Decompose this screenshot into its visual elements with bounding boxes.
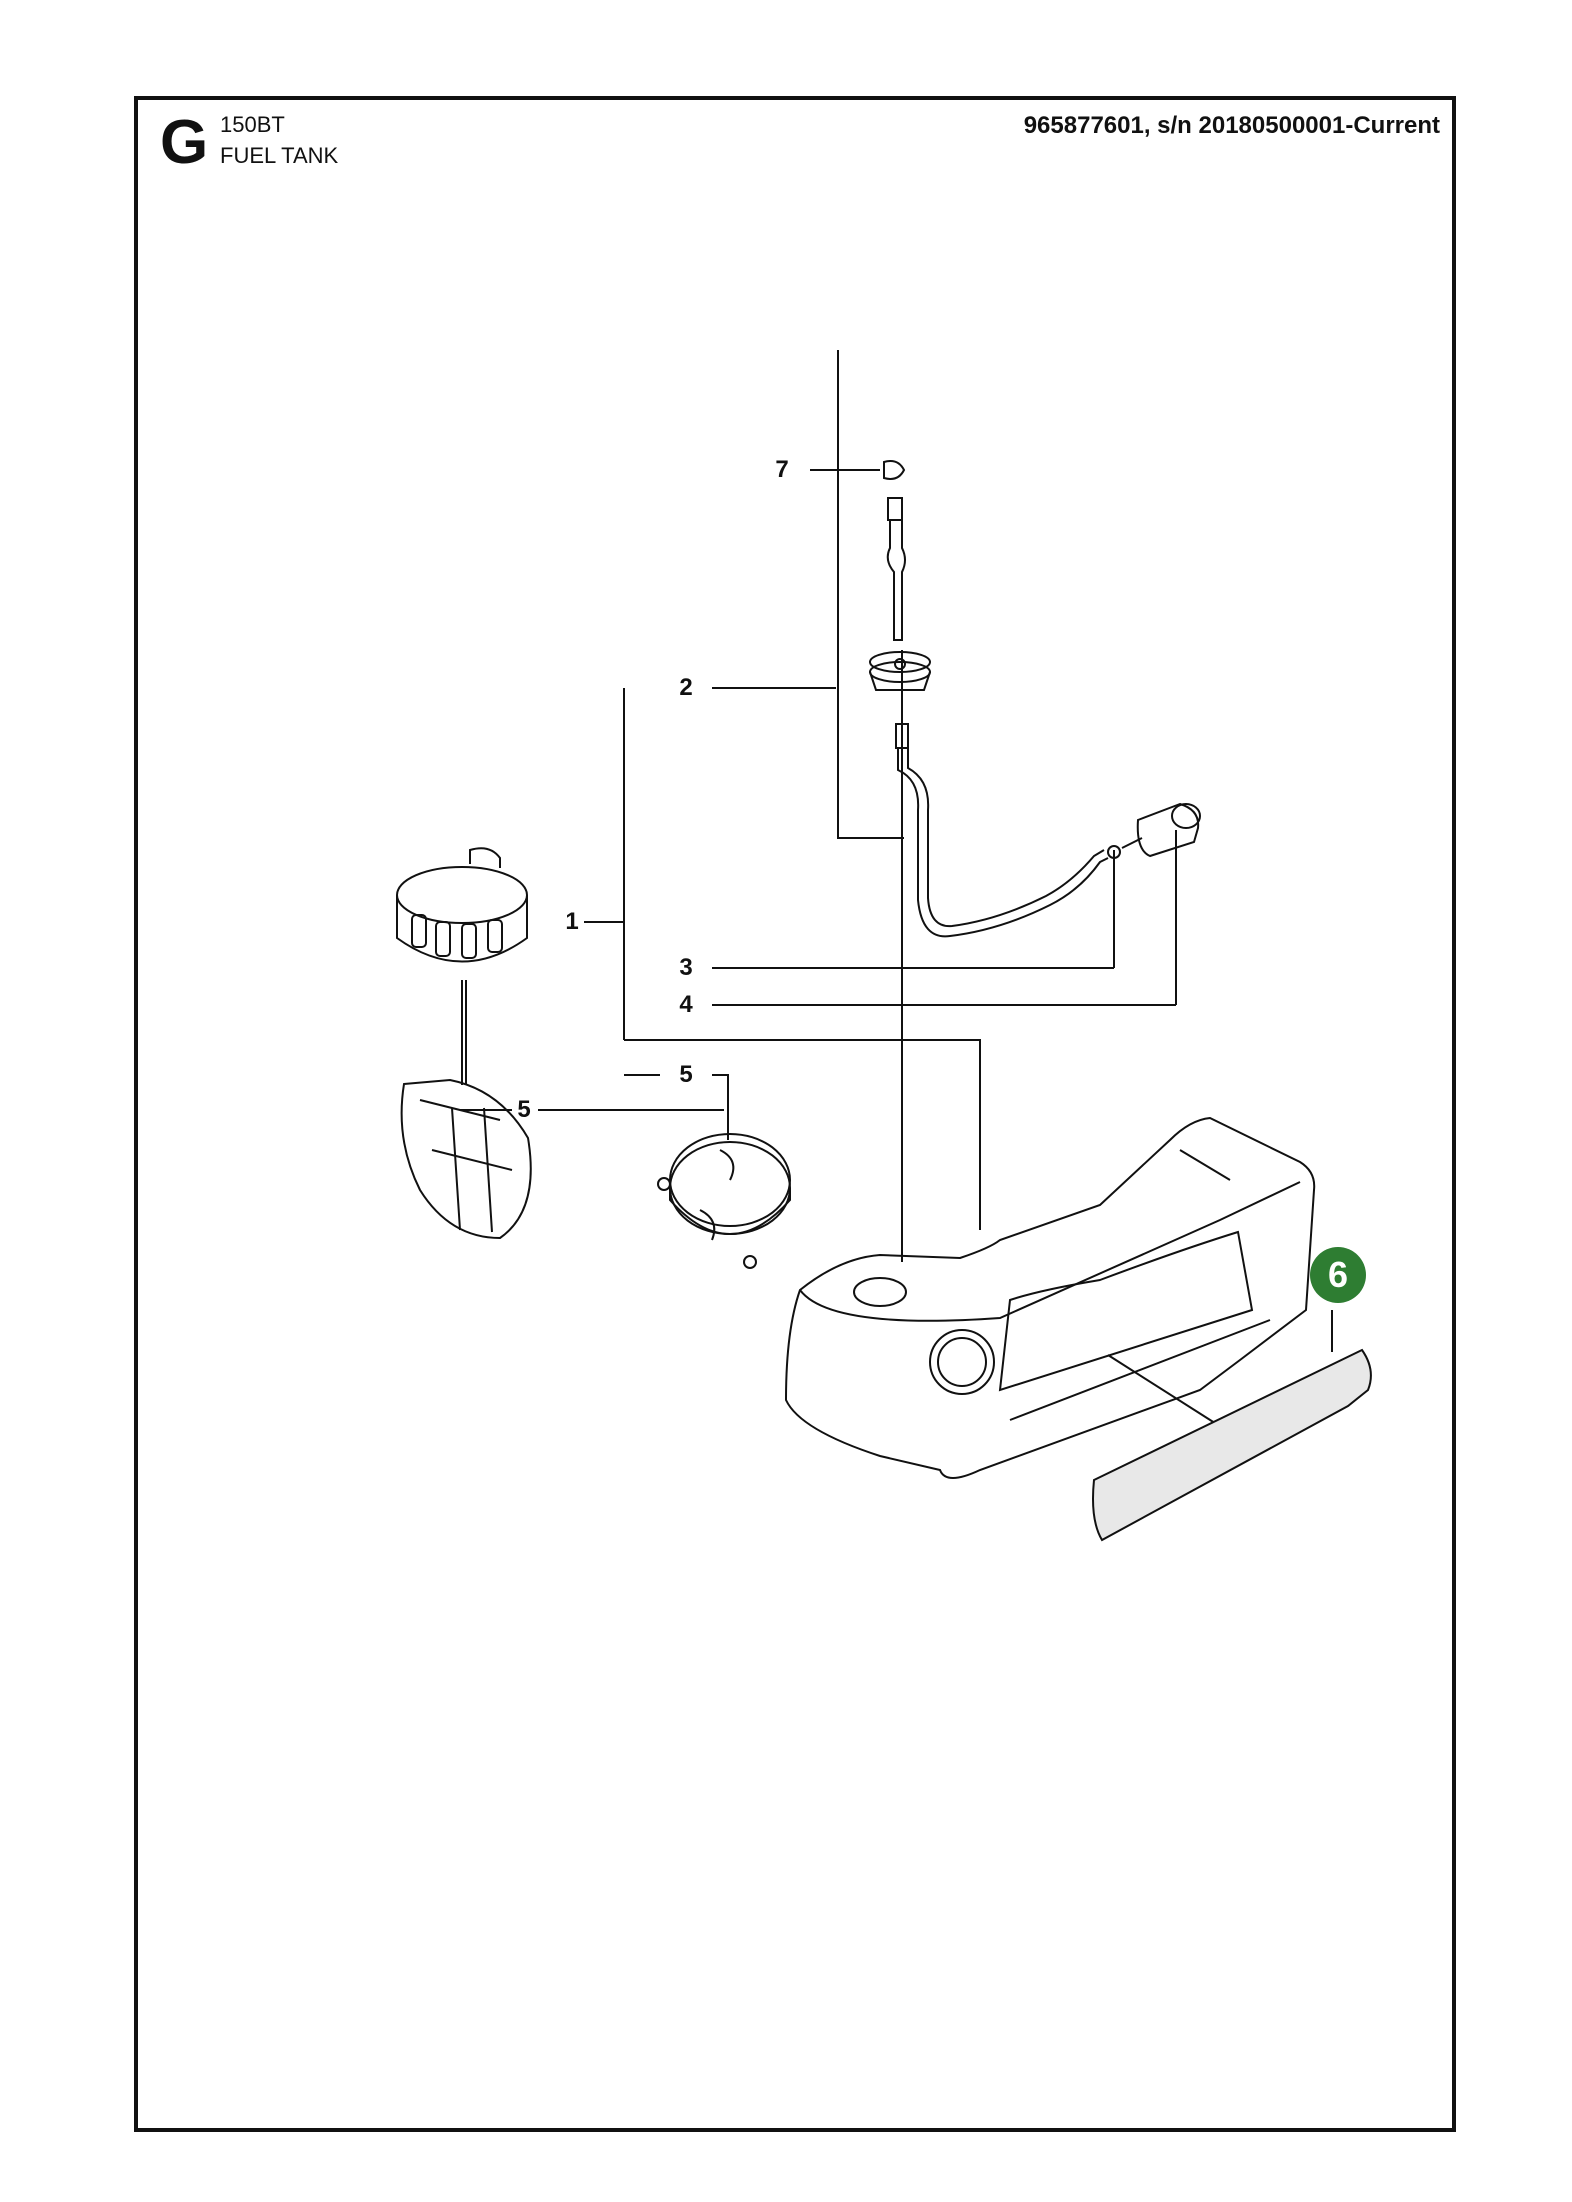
- model-name: 150BT: [220, 112, 285, 137]
- leader-lines: [460, 350, 1333, 1426]
- callout-6-highlight: 6: [1310, 1247, 1366, 1303]
- fuel-tank: [784, 1116, 1316, 1479]
- callout-7: 7: [775, 456, 789, 483]
- callout-4: 4: [679, 991, 693, 1018]
- callout-1: 1: [565, 908, 579, 935]
- fuel-cap: [396, 847, 528, 1085]
- callout-5-vent: 5: [679, 1061, 693, 1088]
- section-title: FUEL TANK: [220, 143, 339, 168]
- callout-3: 3: [679, 954, 693, 981]
- part-reference: 965877601, s/n 20180500001-Current: [1023, 112, 1440, 139]
- tank-vent: [657, 1133, 791, 1269]
- fuel-filter: [1121, 802, 1201, 858]
- callout-5-strainer: 5: [517, 1096, 531, 1123]
- callout-2: 2: [679, 674, 693, 701]
- fuel-hose-assembly: [869, 460, 1121, 938]
- section-letter: G: [160, 108, 209, 177]
- page-frame: [134, 96, 1456, 2132]
- tank-strainer: [400, 1078, 532, 1240]
- tank-decal: [1092, 1348, 1372, 1542]
